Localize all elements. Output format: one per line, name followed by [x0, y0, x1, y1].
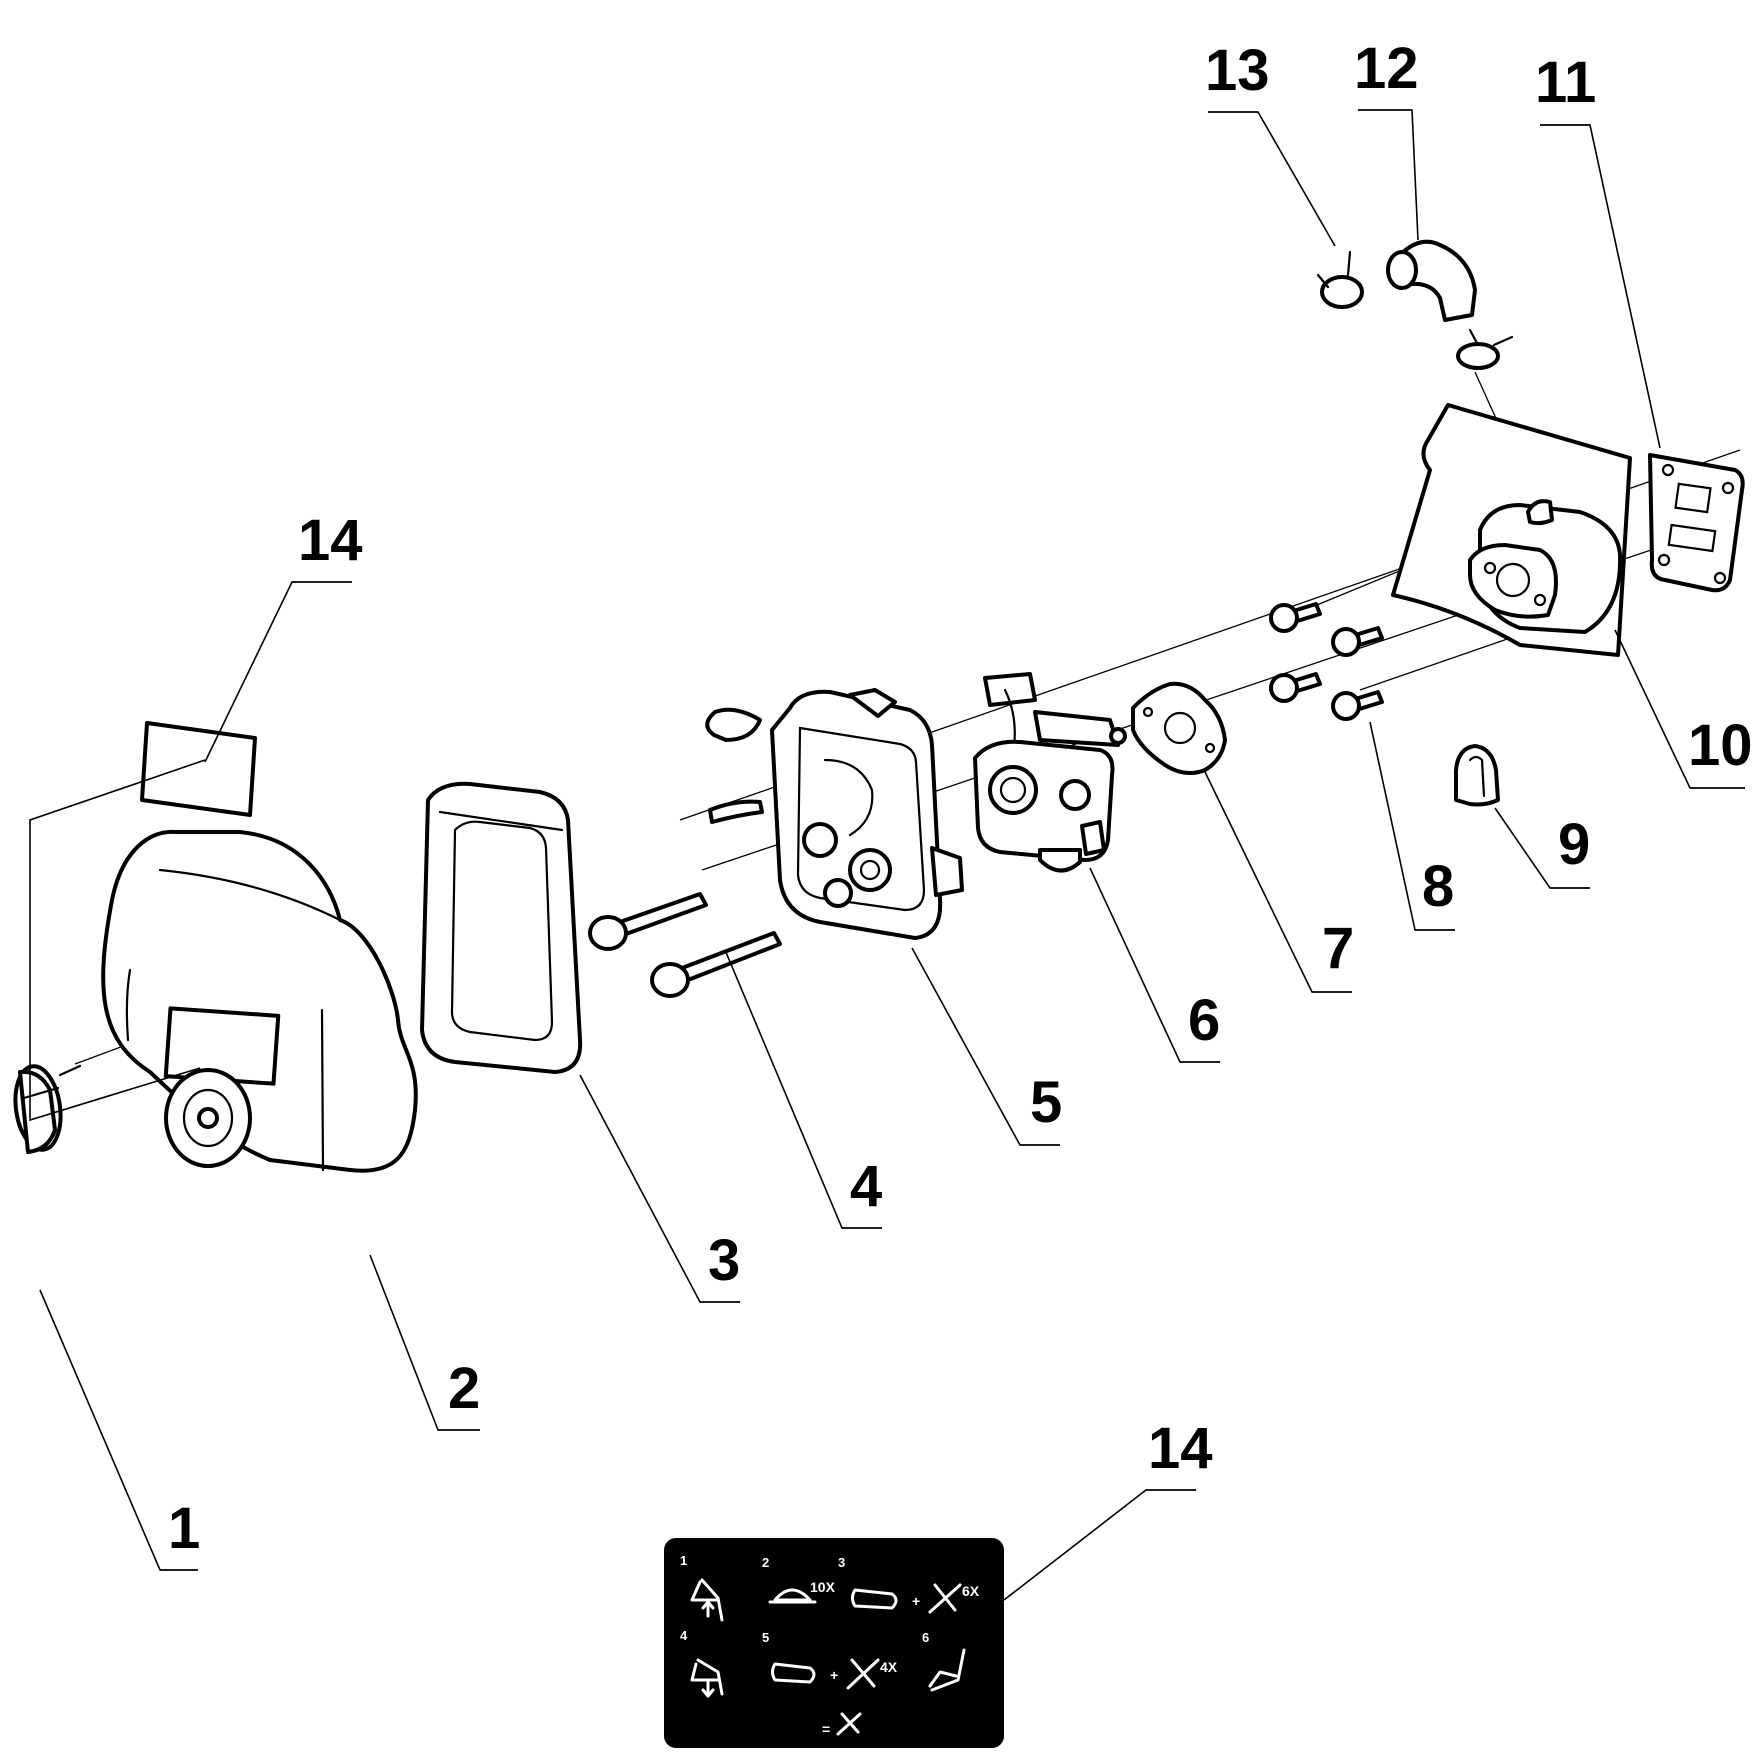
throttle-icon: [851, 1588, 898, 1610]
pull-cord-icon: [928, 1583, 962, 1614]
part-3-filter-element: [420, 781, 583, 1074]
callout-14-decal: 14: [1148, 1416, 1213, 1481]
callout-6: 6: [1188, 988, 1220, 1053]
callout-1: 1: [168, 1496, 200, 1561]
part-14-instruction-decal: 1 2 3 4 5 6 10X + 6X + 4X =: [664, 1538, 1004, 1748]
arrow-down-icon: [701, 1680, 715, 1698]
callout-5: 5: [1030, 1070, 1062, 1135]
choke-up-icon: [690, 1578, 724, 1622]
decal-step-3: 3: [838, 1555, 845, 1570]
primer-bulb-icon: [768, 1588, 817, 1604]
part-7-gasket: [1131, 681, 1227, 776]
repeat-6x-label: 6X: [962, 1583, 980, 1599]
choke-down-icon: [690, 1658, 724, 1696]
repeat-4x-label: 4X: [880, 1659, 898, 1675]
callout-3: 3: [708, 1228, 740, 1293]
part-10-intake-manifold: [1391, 403, 1632, 657]
callout-11: 11: [1535, 50, 1596, 115]
pull-cord-result-icon: [836, 1712, 862, 1736]
decal-step-2: 2: [762, 1555, 769, 1570]
part-11-flange-gasket: [1648, 453, 1745, 593]
callout-12: 12: [1354, 36, 1419, 101]
pull-cord-icon-2: [846, 1658, 880, 1690]
part-6-carburetor: [973, 672, 1127, 873]
part-8-short-screws: [1269, 602, 1384, 721]
callout-8: 8: [1422, 854, 1454, 919]
equals-sign: =: [822, 1721, 830, 1737]
decal-step-1: 1: [680, 1553, 687, 1568]
arrow-up-icon: [701, 1600, 715, 1618]
callout-underlines: [160, 109, 1745, 1571]
plus-sign-1: +: [912, 1593, 920, 1609]
repeat-10x-label: 10X: [810, 1579, 836, 1595]
callout-4: 4: [850, 1154, 882, 1219]
throttle-icon-2: [771, 1662, 816, 1684]
callout-13: 13: [1205, 38, 1270, 103]
part-9-clip: [1454, 744, 1500, 807]
decal-step-6: 6: [922, 1630, 929, 1645]
callout-labels: 1 2 3 4 5 6 7 8 9 10 11 12 13 14 14: [168, 36, 1753, 1561]
decal-step-5: 5: [762, 1630, 769, 1645]
callout-9: 9: [1558, 812, 1590, 877]
part-2-filter-cover: [101, 829, 418, 1173]
callout-2: 2: [448, 1356, 480, 1421]
part-5-filter-base: [705, 688, 964, 940]
part-14-label-small: [140, 721, 257, 817]
part-4-long-screws: [588, 892, 782, 998]
choke-lever-icon: [928, 1648, 966, 1692]
callout-14-label: 14: [298, 508, 363, 573]
part-1-knob: [13, 1064, 82, 1154]
callout-10: 10: [1688, 713, 1753, 778]
plus-sign-2: +: [830, 1667, 838, 1683]
part-13-hose-clamps: [1316, 250, 1514, 370]
callout-7: 7: [1322, 916, 1354, 981]
part-12-elbow-hose: [1386, 239, 1477, 322]
decal-step-4: 4: [680, 1628, 688, 1643]
